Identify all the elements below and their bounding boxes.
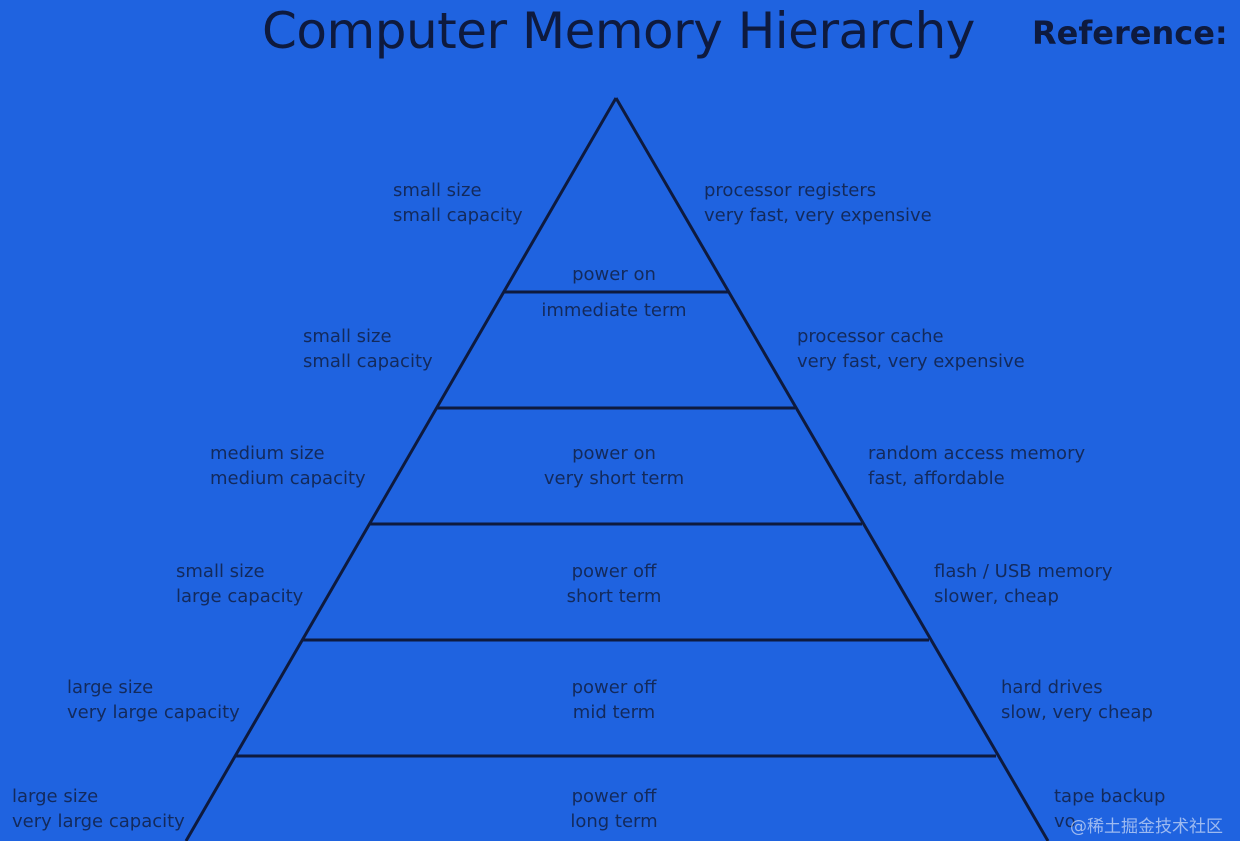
capacity-text: small capacity — [303, 351, 433, 372]
power-text: power off — [571, 677, 657, 698]
speed-cost-text: vo — [1054, 811, 1076, 832]
power-text: power on — [572, 443, 656, 464]
speed-cost-text: very fast, very expensive — [704, 205, 932, 226]
memory-type-text: tape backup — [1054, 786, 1166, 807]
level-cache-right: processor cache very fast, very expensiv… — [797, 324, 1025, 374]
size-text: large size — [12, 786, 99, 807]
level-hdd-right: hard drives slow, very cheap — [1001, 675, 1153, 725]
memory-type-text: processor cache — [797, 326, 944, 347]
size-text: small size — [393, 180, 482, 201]
capacity-text: medium capacity — [210, 468, 366, 489]
level-hdd-center: power off mid term — [572, 675, 657, 725]
level-tape-center: power off long term — [570, 784, 657, 834]
term-text: very short term — [543, 468, 685, 489]
speed-cost-text: fast, affordable — [868, 468, 1005, 489]
capacity-text: large capacity — [176, 586, 304, 607]
level-cache-center: immediate term — [541, 298, 686, 323]
level-tape-right: tape backup vo — [1054, 784, 1165, 834]
level-ram-right: random access memory fast, affordable — [868, 441, 1085, 491]
level-flash-left: small size large capacity — [176, 559, 303, 609]
term-text: mid term — [572, 702, 656, 723]
power-text: power off — [571, 561, 657, 582]
level-registers-center: power on — [572, 262, 656, 287]
size-text: small size — [176, 561, 265, 582]
page-title: Computer Memory Hierarchy — [262, 2, 975, 60]
pyramid-left-edge — [184, 97, 618, 841]
speed-cost-text: slow, very cheap — [1001, 702, 1153, 723]
capacity-text: very large capacity — [67, 702, 240, 723]
reference-label: Reference: [1 — [1032, 14, 1240, 52]
level-registers-right: processor registers very fast, very expe… — [704, 178, 932, 228]
memory-type-text: flash / USB memory — [934, 561, 1113, 582]
size-text: large size — [67, 677, 154, 698]
level-ram-center: power on very short term — [544, 441, 684, 491]
power-text: power on — [572, 264, 656, 285]
speed-cost-text: very fast, very expensive — [797, 351, 1025, 372]
level-hdd-left: large size very large capacity — [67, 675, 240, 725]
level-registers-left: small size small capacity — [393, 178, 523, 228]
level-ram-left: medium size medium capacity — [210, 441, 366, 491]
size-text: small size — [303, 326, 392, 347]
memory-type-text: random access memory — [868, 443, 1086, 464]
watermark: @稀土掘金技术社区 — [1070, 817, 1223, 837]
capacity-text: very large capacity — [12, 811, 185, 832]
memory-type-text: hard drives — [1001, 677, 1103, 698]
level-flash-center: power off short term — [567, 559, 662, 609]
capacity-text: small capacity — [393, 205, 523, 226]
pyramid-right-edge — [614, 97, 1050, 841]
memory-type-text: processor registers — [704, 180, 877, 201]
term-text: immediate term — [541, 300, 687, 321]
size-text: medium size — [210, 443, 325, 464]
term-text: long term — [570, 811, 658, 832]
level-flash-right: flash / USB memory slower, cheap — [934, 559, 1113, 609]
level-tape-left: large size very large capacity — [12, 784, 185, 834]
speed-cost-text: slower, cheap — [934, 586, 1059, 607]
power-text: power off — [571, 786, 657, 807]
level-cache-left: small size small capacity — [303, 324, 433, 374]
term-text: short term — [566, 586, 662, 607]
